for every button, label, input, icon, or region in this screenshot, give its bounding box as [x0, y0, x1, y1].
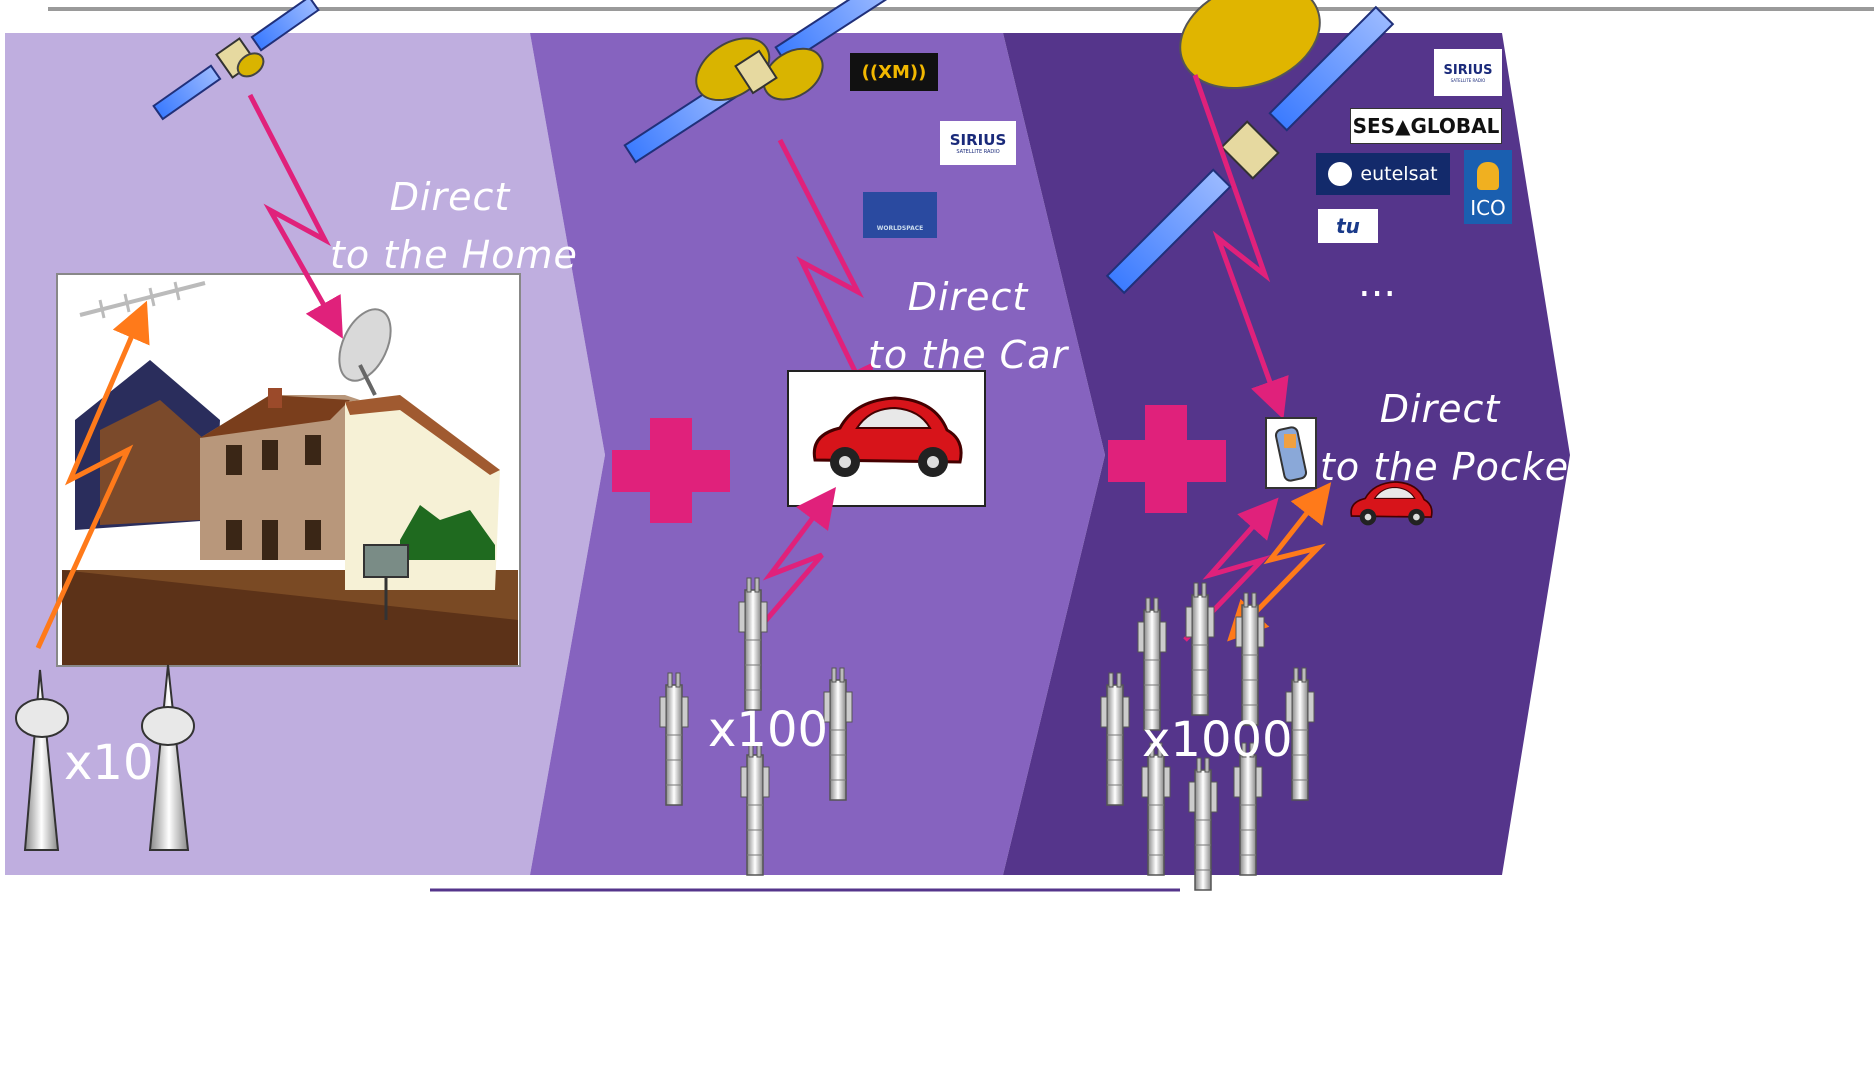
sirius-logo-text: SIRIUS — [1443, 62, 1493, 78]
ses-global-logo: SES▲GLOBAL — [1350, 108, 1502, 144]
ico-logo: ICO — [1464, 150, 1512, 224]
tu-logo: tu — [1318, 209, 1378, 243]
ico-figure-icon — [1477, 162, 1499, 190]
satellite-icon — [623, 0, 889, 164]
worldspace-logo: WORLDSPACE — [863, 192, 937, 238]
worldspace-logo-text: WORLDSPACE — [876, 225, 924, 232]
sirius-logo-text: SIRIUS — [949, 131, 1007, 149]
satellite-link-arrow — [247, 93, 343, 339]
caption-home: Direct to the Home — [330, 168, 578, 284]
caption-home-line1: Direct — [389, 175, 511, 219]
multiplier-car: x100 — [708, 702, 829, 758]
caption-car: Direct to the Car — [868, 268, 1068, 384]
plus-icon — [612, 418, 730, 523]
satellite-link-arrow — [1192, 74, 1289, 420]
caption-car-line2: to the Car — [868, 333, 1069, 377]
plus-icon — [1108, 405, 1226, 513]
broadcast-tower-icon — [141, 664, 195, 851]
ico-logo-text: ICO — [1470, 196, 1506, 220]
satellite-link-arrow — [777, 138, 873, 407]
caption-pocket-line1: Direct — [1379, 387, 1501, 431]
sirius-logo: SIRIUS SATELLITE RADIO — [940, 121, 1016, 165]
sirius-logo-subtext: SATELLITE RADIO — [956, 149, 1000, 155]
caption-pocket-line2: to the Pocket — [1320, 445, 1586, 489]
terrestrial-link-arrow — [760, 487, 836, 627]
terrestrial-link-arrow — [1227, 482, 1332, 642]
broadcast-tower-icon — [15, 669, 69, 851]
caption-car-line1: Direct — [907, 275, 1029, 319]
satellite-dish-icon — [1179, 0, 1321, 90]
terrestrial-link-arrow — [35, 300, 150, 650]
mobile-phone-icon — [1265, 417, 1317, 489]
satellite-icon — [1105, 5, 1395, 295]
more-operators-ellipsis: ... — [1358, 260, 1397, 306]
sirius-logo-subtext: SATELLITE RADIO — [1450, 77, 1486, 83]
multiplier-home: x10 — [64, 735, 154, 791]
house-illustration — [56, 273, 521, 667]
caption-pocket: Direct to the Pocket — [1320, 380, 1586, 496]
xm-logo: ((XM)) — [850, 53, 938, 91]
multiplier-pocket: x1000 — [1142, 712, 1293, 768]
sirius-logo: SIRIUS SATELLITE RADIO — [1434, 49, 1502, 96]
eutelsat-symbol-icon — [1328, 162, 1353, 186]
caption-home-line2: to the Home — [330, 233, 578, 277]
eutelsat-logo: eutelsat — [1316, 153, 1450, 195]
eutelsat-logo-text: eutelsat — [1360, 163, 1438, 185]
